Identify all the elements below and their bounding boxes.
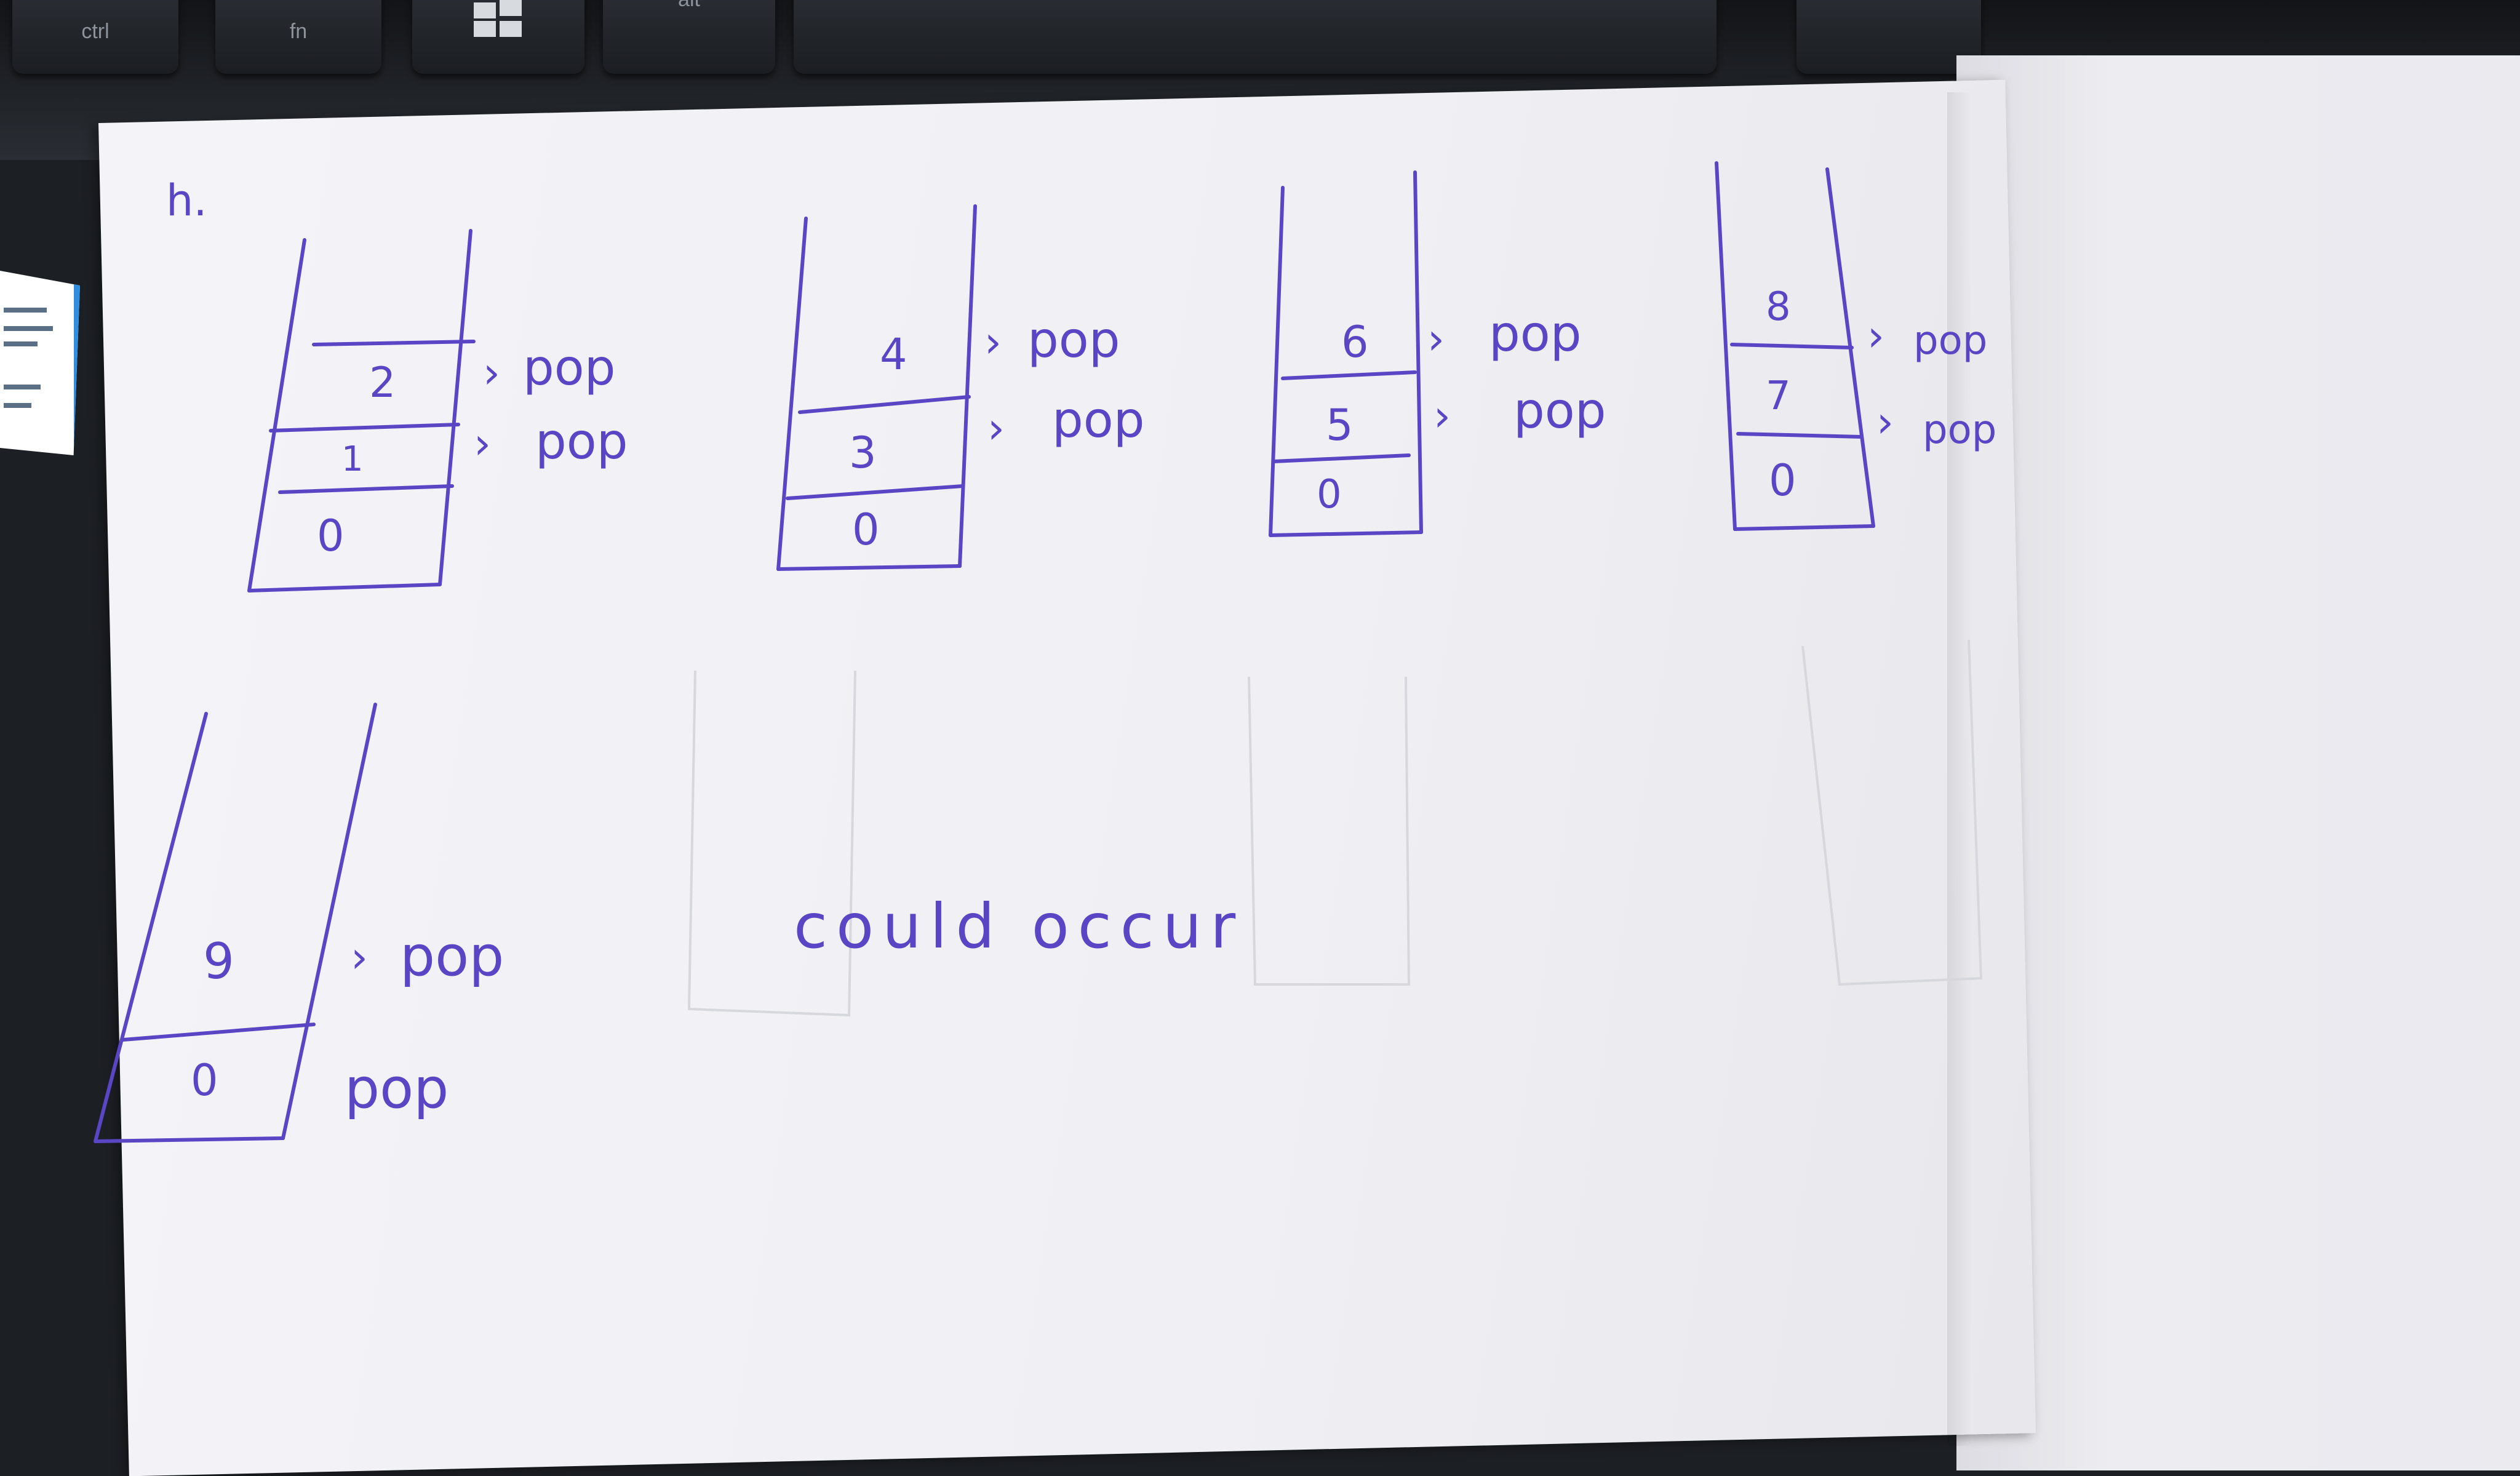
ctrl-key-label: ctrl: [81, 20, 110, 43]
svg-text:›: ›: [1427, 314, 1445, 364]
stack-4-pop-label-1: pop: [1913, 318, 1987, 364]
svg-text:›: ›: [483, 348, 500, 398]
stack-4-cell-bottom: 0: [1769, 455, 1796, 506]
stack-1-pop-label-1: pop: [523, 339, 616, 396]
stack-3-pop-label-1: pop: [1489, 305, 1582, 362]
stack-1-cell-top: 2: [369, 359, 396, 407]
right-key: [1796, 0, 1981, 74]
stack-diagram-1: 2 1 0 › pop › pop: [247, 229, 628, 592]
stack-diagram-5: 9 0 › pop pop: [94, 703, 504, 1143]
alt-key-label: alt: [603, 0, 775, 12]
stack-2-cell-top: 4: [880, 329, 907, 380]
stack-diagram-3: 6 5 0 › pop › pop: [1269, 170, 1606, 537]
windows-key: [412, 0, 584, 74]
fn-key: fn: [215, 0, 381, 74]
stack-4-pop-label-2: pop: [1923, 407, 1996, 453]
space-bar: [794, 0, 1717, 74]
svg-text:›: ›: [984, 317, 1002, 367]
stack-5-cell-bottom: 0: [191, 1055, 218, 1106]
ctrl-key: ctrl: [12, 0, 178, 74]
bleed-through-marks: [687, 639, 1983, 1017]
stack-diagram-4: 8 7 0 › pop › pop: [1715, 161, 1996, 531]
svg-text:›: ›: [1867, 311, 1884, 361]
stack-5-cell-top: 9: [203, 933, 234, 990]
stack-2-cell-middle: 3: [849, 428, 877, 478]
fn-key-label: fn: [289, 20, 308, 43]
stack-diagram-2: 4 3 0 › pop › pop: [776, 204, 1145, 571]
svg-text:›: ›: [1876, 397, 1894, 447]
svg-text:›: ›: [987, 403, 1005, 453]
svg-text:›: ›: [351, 932, 368, 983]
stack-2-pop-label-2: pop: [1052, 391, 1145, 449]
handwritten-stack-diagram: h. 2 1 0 › pop › pop 4 3 0 › pop › pop: [94, 161, 1996, 1143]
stack-1-cell-bottom: 0: [317, 511, 345, 561]
notebook: [98, 55, 2520, 1476]
stack-1-pop-label-2: pop: [535, 413, 628, 470]
stack-1-cell-middle: 1: [341, 439, 364, 479]
stack-3-cell-middle: 5: [1326, 400, 1354, 450]
notebook-gutter: [1947, 92, 1972, 1446]
alt-key: alt: [603, 0, 775, 74]
stack-2-pop-label-1: pop: [1027, 311, 1120, 369]
stack-5-pop-label-1: pop: [400, 924, 504, 989]
svg-text:›: ›: [1433, 391, 1451, 441]
svg-text:›: ›: [474, 418, 491, 469]
stack-5-pop-label-2: pop: [345, 1056, 449, 1121]
stack-3-pop-label-2: pop: [1513, 382, 1606, 439]
windows-logo-icon: [474, 0, 523, 39]
stack-2-cell-bottom: 0: [852, 505, 880, 555]
notebook-heading: h.: [166, 175, 207, 226]
stack-3-cell-bottom: 0: [1317, 472, 1342, 517]
laptop-sticker: [0, 271, 80, 455]
stack-3-cell-top: 6: [1341, 317, 1369, 367]
notebook-right-page: [1956, 55, 2520, 1470]
handwritten-note: could occur: [794, 890, 1244, 962]
stack-4-cell-top: 8: [1766, 284, 1791, 330]
stack-4-cell-middle: 7: [1766, 373, 1791, 419]
